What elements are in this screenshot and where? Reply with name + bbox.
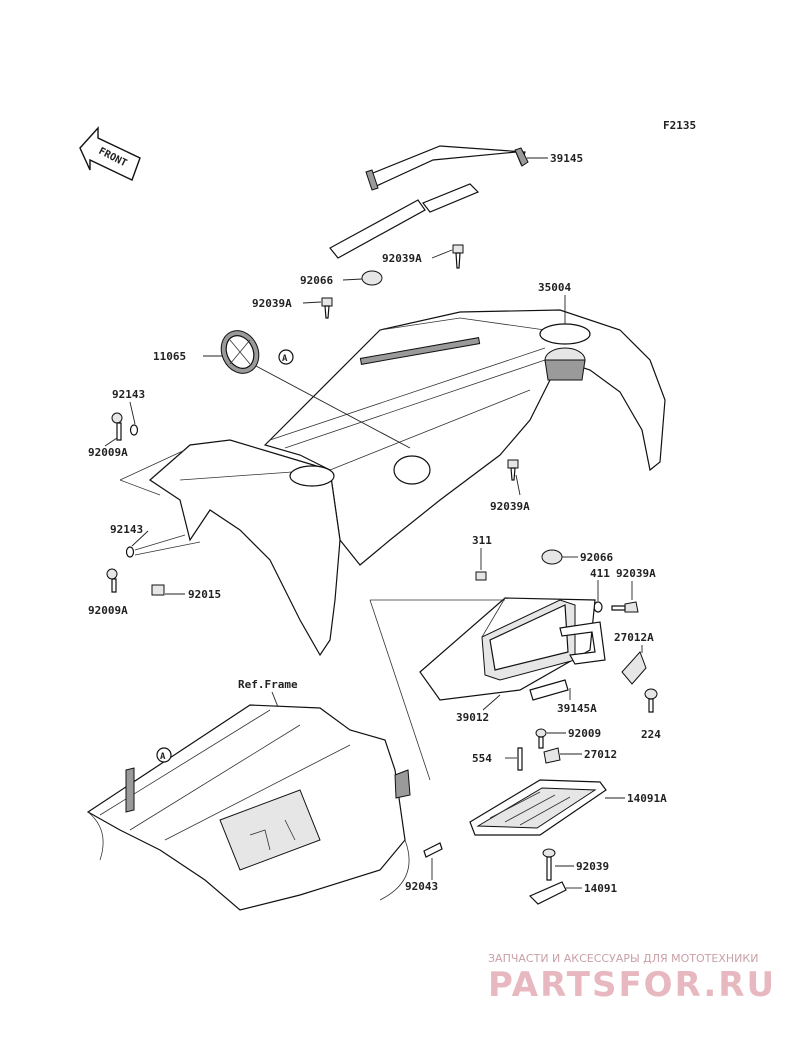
bracket-27012a: [621, 651, 647, 685]
screw-224: [644, 688, 658, 713]
storage-box-39012: [419, 597, 596, 701]
watermark-logo: PARTSFOR.RU: [488, 965, 776, 1005]
label-92039a-3: 92039A: [490, 500, 530, 513]
label-224: 224: [641, 728, 661, 741]
rivet-92039a-left: [321, 297, 333, 319]
bracket-27012: [543, 747, 561, 764]
pin-554: [517, 747, 523, 771]
bolt-92009a-lower: [106, 568, 118, 593]
ref-frame-label: Ref.Frame: [238, 678, 298, 691]
label-39012: 39012: [456, 711, 489, 724]
front-arrow-icon: FRONT: [79, 126, 141, 181]
cap-92066-top: [361, 270, 383, 286]
label-14091: 14091: [584, 882, 617, 895]
label-92143-2: 92143: [110, 523, 143, 536]
figure-code: F2135: [663, 119, 696, 132]
seal-strip-39145a: [529, 621, 606, 701]
rear-fender-left: [149, 439, 341, 657]
washer-92143-upper: [129, 424, 139, 436]
label-92009a-2: 92009A: [88, 604, 128, 617]
pin-92043: [423, 842, 443, 858]
reflector-11065: [220, 330, 260, 374]
label-92015: 92015: [188, 588, 221, 601]
label-554: 554: [472, 752, 492, 765]
label-92009a-1: 92009A: [88, 446, 128, 459]
rivet-92039a-box: [611, 601, 639, 613]
watermark-tagline: ЗАПЧАСТИ И АКСЕССУАРЫ ДЛЯ МОТОТЕХНИКИ: [488, 952, 758, 965]
label-92039a-4: 92039A: [616, 567, 656, 580]
bolt-92009: [535, 728, 547, 749]
label-92043: 92043: [405, 880, 438, 893]
label-39145a: 39145A: [557, 702, 597, 715]
label-92039a-1: 92039A: [382, 252, 422, 265]
rear-fender-35004: [263, 309, 666, 566]
label-92039: 92039: [576, 860, 609, 873]
label-92039a-2: 92039A: [252, 297, 292, 310]
label-92143-1: 92143: [112, 388, 145, 401]
label-14091a: 14091A: [627, 792, 667, 805]
bolt-92009a-upper: [111, 412, 123, 441]
label-39145: 39145: [550, 152, 583, 165]
callout-a-lower: A: [156, 747, 172, 763]
cap-92066-lower: [541, 549, 563, 565]
svg-text:A: A: [282, 354, 288, 364]
label-27012: 27012: [584, 748, 617, 761]
rivet-92039a-top: [452, 244, 464, 269]
label-27012a: 27012A: [614, 631, 654, 644]
washer-92143-lower: [125, 546, 135, 558]
nut-311: [475, 571, 487, 581]
svg-text:A: A: [160, 752, 166, 762]
nut-92015: [151, 584, 165, 596]
label-92009: 92009: [568, 727, 601, 740]
bolt-92039: [542, 848, 556, 881]
label-92066-2: 92066: [580, 551, 613, 564]
label-311: 311: [472, 534, 492, 547]
seal-strip-39145: [329, 145, 529, 259]
label-92066-1: 92066: [300, 274, 333, 287]
frame-reference: [86, 704, 411, 911]
handle-14091: [528, 881, 567, 905]
callout-a-upper: A: [278, 349, 294, 365]
label-411: 411: [590, 567, 610, 580]
rivet-92039a-right: [507, 459, 519, 481]
label-11065: 11065: [153, 350, 186, 363]
label-35004: 35004: [538, 281, 571, 294]
lid-14091a: [469, 779, 607, 836]
